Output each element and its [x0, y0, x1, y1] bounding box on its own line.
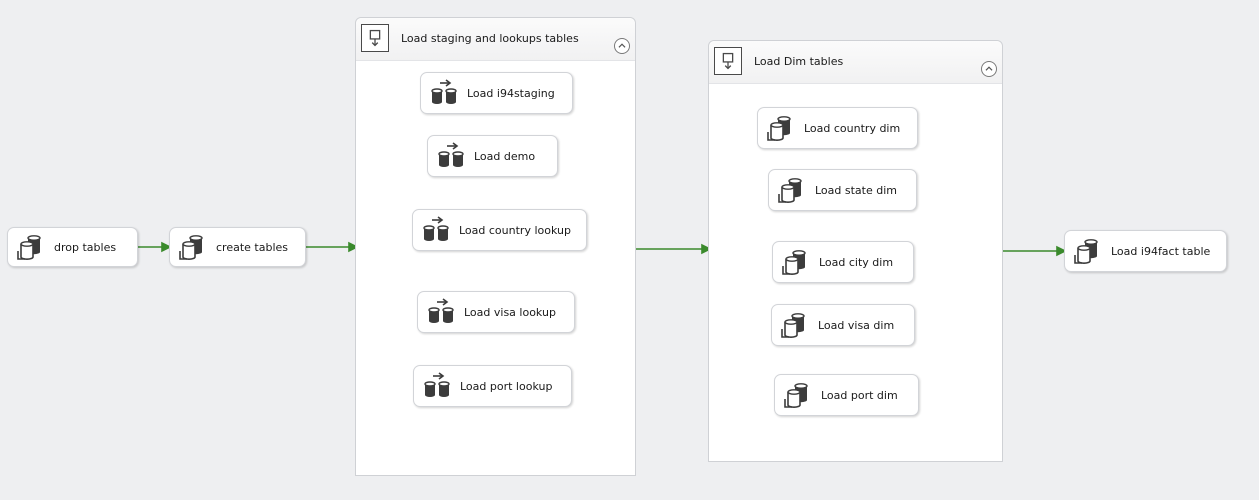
container-header: Load Dim tables — [709, 41, 1002, 84]
data-flow-icon — [436, 142, 466, 170]
arrowhead-icon — [1056, 245, 1067, 257]
execute-sql-icon — [781, 248, 811, 276]
collapse-icon[interactable] — [981, 61, 997, 77]
execute-sql-icon — [783, 381, 813, 409]
task-load-port-lookup[interactable]: Load port lookup — [413, 365, 572, 407]
task-load-demo[interactable]: Load demo — [427, 135, 558, 177]
task-load-city-dim[interactable]: Load city dim — [772, 241, 914, 283]
data-flow-icon — [429, 79, 459, 107]
arrowhead-icon — [161, 241, 172, 253]
task-load-country-lookup[interactable]: Load country lookup — [412, 209, 587, 251]
container-title: Load staging and lookups tables — [401, 32, 579, 45]
task-label: Load i94fact table — [1111, 244, 1211, 258]
task-load-state-dim[interactable]: Load state dim — [768, 169, 917, 211]
execute-sql-icon — [1073, 237, 1103, 265]
task-label: Load country lookup — [459, 223, 571, 237]
task-load-visa-lookup[interactable]: Load visa lookup — [417, 291, 575, 333]
data-flow-icon — [426, 298, 456, 326]
execute-sql-icon — [178, 233, 208, 261]
task-drop-tables[interactable]: drop tables — [7, 227, 138, 267]
task-label: Load port lookup — [460, 379, 553, 393]
task-load-port-dim[interactable]: Load port dim — [774, 374, 919, 416]
task-label: drop tables — [54, 240, 117, 254]
data-flow-icon — [422, 372, 452, 400]
collapse-icon[interactable] — [614, 38, 630, 54]
task-label: Load visa lookup — [464, 305, 556, 319]
task-label: Load country dim — [804, 121, 901, 135]
sequence-container-icon — [361, 24, 389, 52]
task-label: create tables — [216, 240, 289, 254]
container-title: Load Dim tables — [754, 55, 844, 68]
task-label: Load state dim — [815, 183, 898, 197]
container-header: Load staging and lookups tables — [356, 18, 635, 61]
execute-sql-icon — [16, 233, 46, 261]
task-load-i94staging[interactable]: Load i94staging — [420, 72, 573, 114]
sequence-container-icon — [714, 47, 742, 75]
task-label: Load visa dim — [818, 318, 895, 332]
execute-sql-icon — [766, 114, 796, 142]
task-create-tables[interactable]: create tables — [169, 227, 306, 267]
task-label: Load demo — [474, 149, 536, 163]
task-label: Load i94staging — [467, 86, 555, 100]
task-load-i94fact-table[interactable]: Load i94fact table — [1064, 230, 1227, 272]
execute-sql-icon — [777, 176, 807, 204]
data-flow-icon — [421, 216, 451, 244]
arrowhead-icon — [348, 241, 359, 253]
task-label: Load city dim — [819, 255, 894, 269]
task-load-country-dim[interactable]: Load country dim — [757, 107, 918, 149]
task-load-visa-dim[interactable]: Load visa dim — [771, 304, 915, 346]
arrowhead-icon — [701, 243, 712, 255]
task-label: Load port dim — [821, 388, 898, 402]
execute-sql-icon — [780, 311, 810, 339]
